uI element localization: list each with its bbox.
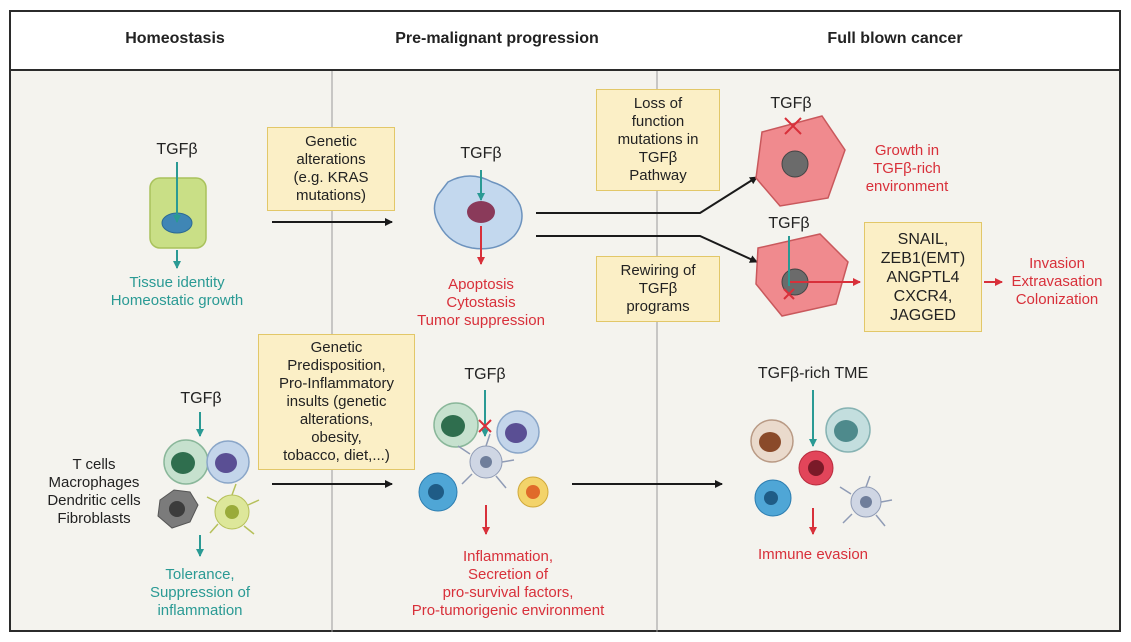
outcome-apoptosis: Apoptosis Cytostasis Tumor suppression (417, 276, 545, 329)
outcome-tolerance: Tolerance, Suppression of inflammation (149, 566, 251, 619)
box-predisposition: Genetic Predisposition, Pro-Inflammatory… (258, 334, 415, 470)
tgfb-label-invasive-cell: TGFβ (768, 215, 810, 232)
column-header-bar (9, 10, 1121, 71)
cancer-cell-invasive (755, 233, 849, 317)
column-title-cancer: Full blown cancer (827, 30, 963, 47)
box-rewiring: Rewiring of TGFβ programs (596, 256, 720, 322)
outcome-metastasis: Invasion Extravasation Colonization (1011, 255, 1103, 308)
outcome-growth: Growth in TGFβ-rich environment (865, 142, 949, 195)
immune-cell-types-list: T cells Macrophages Dendritic cells Fibr… (47, 456, 141, 527)
box-loss-of-function: Loss of function mutations in TGFβ Pathw… (596, 89, 720, 191)
box-emt-genes: SNAIL, ZEB1(EMT) ANGPTL4 CXCR4, JAGGED (864, 222, 982, 332)
outcome-inflammation: Inflammation, Secretion of pro-survival … (411, 548, 605, 619)
tgfb-label-immune-premalignant: TGFβ (464, 366, 506, 383)
tgfb-label-homeostasis: TGFβ (156, 141, 198, 158)
column-title-premalignant: Pre-malignant progression (395, 30, 599, 47)
column-title-homeostasis: Homeostasis (125, 30, 225, 47)
tgfb-tme-label: TGFβ-rich TME (757, 365, 869, 382)
premalignant-immune-cluster (418, 402, 549, 512)
cancer-cell-growth (755, 115, 846, 207)
tgfb-label-growth-cell: TGFβ (770, 95, 812, 112)
tgfb-label-premalignant: TGFβ (460, 145, 502, 162)
homeostasis-immune-cluster (157, 439, 260, 535)
cancer-immune-cluster (750, 407, 893, 527)
outcome-immune-evasion: Immune evasion (757, 546, 869, 563)
premalignant-epithelial-cell (433, 175, 523, 250)
tgfb-label-immune-homeostasis: TGFβ (180, 390, 222, 407)
outcome-tissue-identity: Tissue identity Homeostatic growth (110, 274, 244, 309)
arrow-to-invasive-cell (536, 235, 758, 263)
arrow-to-growth-cell (536, 176, 758, 214)
box-genetic-alterations: Genetic alterations (e.g. KRAS mutations… (267, 127, 395, 211)
